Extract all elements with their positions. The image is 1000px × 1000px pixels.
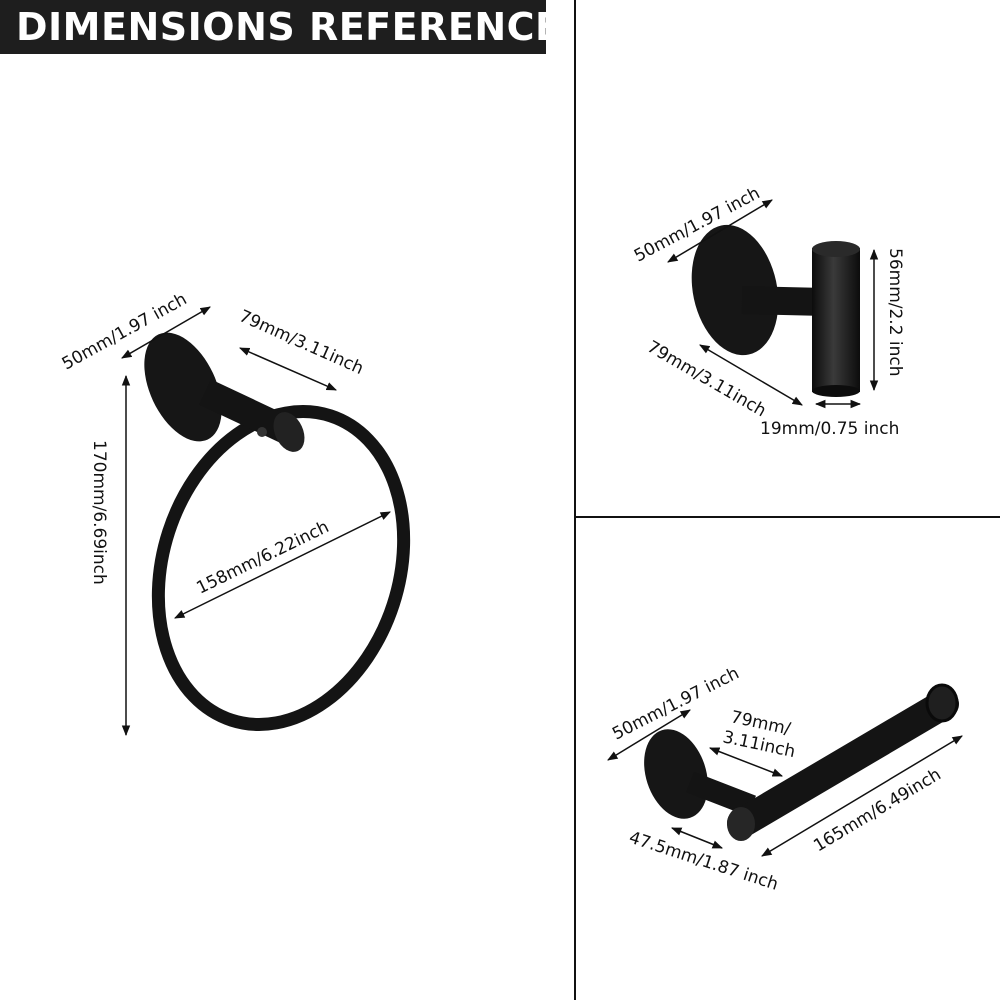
- ring-diameter-dim: 158mm/6.22inch: [193, 517, 332, 598]
- ring-arm-dim: 79mm/3.11inch: [236, 306, 367, 379]
- holder-projection-dim-arrow: [671, 827, 723, 849]
- ring-base-dim-arrow: [121, 306, 211, 359]
- ring-arm-dim-arrow: [239, 347, 337, 391]
- hook-arm-dim-arrow: [699, 344, 803, 406]
- hook-base-dim-arrow: [667, 199, 773, 263]
- towel-ring-dimensions: 50mm/1.97 inch 79mm/3.11inch 170mm/6.69i…: [59, 289, 391, 737]
- holder-projection-dim: 47.5mm/1.87 inch: [626, 828, 780, 895]
- towel-ring-illustration: [144, 332, 411, 731]
- page-title: DIMENSIONS REFERENCE: [16, 5, 562, 49]
- ring-height-dim: 170mm/6.69inch: [89, 440, 109, 585]
- ring-diameter-dim-arrow: [174, 511, 391, 619]
- holder-bar-dim-arrow: [761, 735, 963, 857]
- holder-base-dim-arrow: [607, 709, 691, 761]
- hook-diameter-dim: 19mm/0.75 inch: [760, 419, 899, 439]
- title-banner: DIMENSIONS REFERENCE: [0, 0, 561, 54]
- hook-height-dim: 56mm/2.2 inch: [885, 248, 905, 377]
